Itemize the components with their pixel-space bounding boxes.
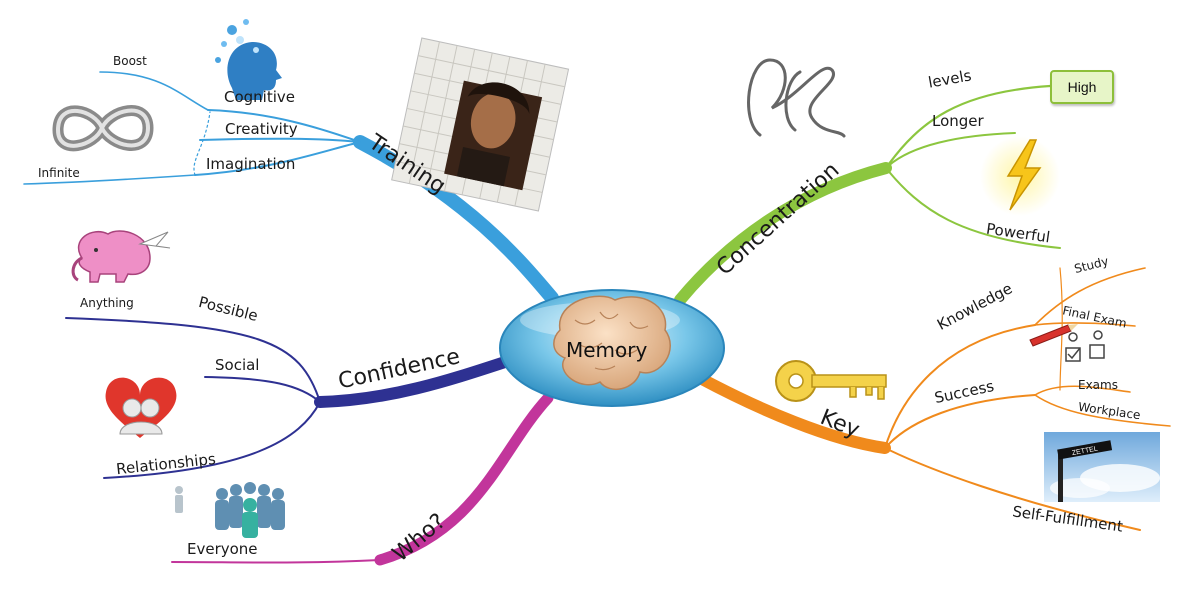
node-longer[interactable]: Longer	[932, 112, 984, 130]
lightning-icon	[980, 136, 1060, 216]
key-branch	[694, 267, 1171, 531]
portrait-photo	[391, 37, 570, 212]
squiggle-icon	[747, 58, 846, 138]
center-label: Memory	[566, 338, 648, 362]
concentration-branch	[674, 84, 1061, 306]
node-cognitive[interactable]: Cognitive	[224, 88, 296, 106]
key-trunk	[694, 372, 891, 454]
head-profile-icon	[215, 19, 282, 100]
signpost-photo: ZETTEL	[1044, 432, 1160, 502]
confidence-branch	[65, 317, 511, 479]
crowd-icon	[215, 482, 285, 538]
flying-elephant-icon	[71, 230, 171, 283]
brain-icon	[553, 295, 671, 391]
node-anything[interactable]: Anything	[80, 296, 134, 310]
who-branch	[171, 392, 554, 566]
concentration-trunk	[674, 162, 892, 306]
single-person-icon	[175, 486, 183, 513]
key-icon	[775, 360, 887, 402]
signpost-text: ZETTEL	[1071, 446, 1098, 457]
node-high[interactable]: High	[1050, 70, 1114, 104]
node-social[interactable]: Social	[215, 356, 260, 374]
pencil-icon	[1029, 324, 1078, 347]
infinity-icon	[52, 105, 154, 152]
node-imagination[interactable]: Imagination	[206, 155, 296, 173]
who-trunk	[374, 392, 554, 566]
center-node[interactable]	[499, 289, 725, 407]
confidence-trunk	[314, 356, 511, 408]
node-creativity[interactable]: Creativity	[225, 120, 298, 138]
node-boost[interactable]: Boost	[113, 54, 147, 68]
heart-couple-icon	[105, 377, 177, 438]
checkbox-icon	[1065, 330, 1105, 362]
node-everyone[interactable]: Everyone	[187, 540, 258, 558]
node-exams[interactable]: Exams	[1078, 378, 1118, 392]
node-infinite[interactable]: Infinite	[38, 166, 80, 180]
